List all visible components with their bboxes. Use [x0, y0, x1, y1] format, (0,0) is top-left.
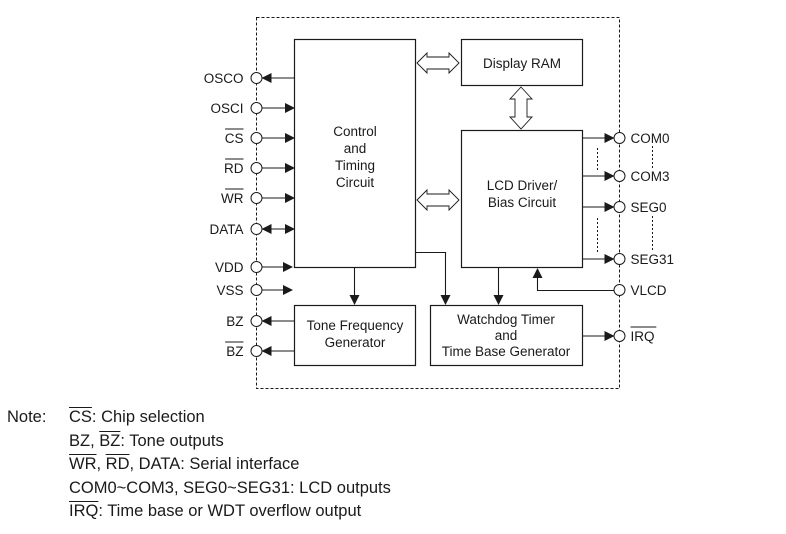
note-text: ,	[90, 431, 100, 450]
notes-label: Note:	[7, 408, 47, 426]
watchdog-label-0: Watchdog Timer	[457, 312, 555, 327]
pin-label: VSS	[216, 283, 243, 298]
pin-label: SEG0	[631, 200, 667, 215]
note-line: IRQ: Time base or WDT overflow output	[69, 500, 391, 524]
left-pins: OSCO OSCI CS RD WR DATA VDD VSS BZ BZ	[204, 71, 295, 359]
note-text: : Time base or WDT overflow output	[98, 502, 362, 520]
pin-terminal-icon	[250, 223, 263, 235]
pin-vdd: VDD	[215, 260, 293, 275]
pin-com0: COM0	[583, 131, 670, 146]
note-text: COM0~COM3, SEG0~SEG31: LCD outputs	[69, 478, 391, 497]
pin-terminal-icon	[613, 201, 626, 213]
vlcd-to-lcd-line	[532, 268, 614, 292]
pin-osci: OSCI	[210, 101, 295, 116]
note-line: BZ, BZ: Tone outputs	[69, 430, 391, 454]
pin-label: IRQ	[631, 329, 655, 344]
note-line: WR, RD, DATA: Serial interface	[69, 453, 391, 477]
control-timing-block: Control and Timing Circuit	[293, 38, 417, 269]
pin-label: BZ	[226, 344, 243, 359]
pin-label: VLCD	[631, 283, 667, 298]
ram-lcd-bus-arrow	[508, 86, 534, 130]
ctrl-to-watchdog-line	[416, 251, 451, 305]
pin-label: WR	[221, 191, 244, 206]
pin-terminal-icon	[250, 192, 263, 204]
pin-terminal-icon	[250, 72, 263, 84]
note-text: : Tone outputs	[120, 431, 224, 450]
block-diagram: Control and Timing Circuit Display RAM L…	[204, 17, 674, 389]
pin-label: VDD	[215, 260, 244, 275]
note-text: ,	[96, 455, 106, 473]
tone-label-1: Generator	[325, 335, 386, 350]
pin-irq: IRQ	[583, 326, 657, 344]
pin-label: OSCI	[210, 101, 243, 116]
control-label-2: Timing	[335, 158, 375, 173]
note-signal-active-low: WR	[69, 455, 97, 473]
pin-terminal-icon	[250, 102, 263, 114]
pin-terminal-icon	[250, 345, 263, 357]
pin-terminal-icon	[613, 253, 626, 265]
pin-seg0: SEG0	[583, 200, 667, 215]
control-label-3: Circuit	[336, 175, 375, 190]
pin-terminal-icon	[613, 170, 626, 182]
pin-rd-bar: RD	[224, 158, 295, 176]
pin-terminal-icon	[250, 132, 263, 144]
pin-com3: COM3	[583, 169, 670, 184]
ctrl-lcd-bus-arrow	[416, 188, 460, 212]
display-ram-block: Display RAM	[460, 38, 584, 87]
tone-label-0: Tone Frequency	[307, 318, 404, 333]
note-text: : Chip selection	[91, 408, 205, 426]
pin-terminal-icon	[250, 261, 263, 273]
pin-vss: VSS	[216, 283, 293, 298]
note-text: BZ	[69, 431, 91, 450]
tone-generator-block: Tone Frequency Generator	[293, 304, 417, 367]
note-line: COM0~COM3, SEG0~SEG31: LCD outputs	[69, 477, 391, 501]
pin-terminal-icon	[250, 315, 263, 327]
lcd-label-1: Bias Circuit	[488, 195, 557, 210]
pin-bz-bar: BZ	[225, 341, 294, 359]
pin-label: SEG31	[631, 252, 675, 267]
note-signal-active-low: IRQ	[69, 502, 99, 520]
pin-osco: OSCO	[204, 71, 294, 86]
watchdog-label-2: Time Base Generator	[442, 344, 571, 359]
pin-label: RD	[224, 161, 244, 176]
note-signal-active-low: RD	[105, 455, 130, 473]
watchdog-label-1: and	[495, 328, 518, 343]
pin-cs-bar: CS	[225, 128, 295, 146]
pin-label: COM3	[631, 169, 670, 184]
lcd-label-0: LCD Driver/	[487, 178, 558, 193]
note-signal-active-low: BZ	[99, 431, 121, 450]
ctrl-ram-bus-arrow	[416, 51, 460, 75]
pin-label: OSCO	[204, 71, 244, 86]
pin-vlcd: VLCD	[613, 283, 667, 298]
pin-terminal-icon	[613, 132, 626, 144]
pin-seg31: SEG31	[583, 252, 674, 267]
pin-label: BZ	[226, 314, 243, 329]
pin-terminal-icon	[250, 284, 263, 296]
pin-data: DATA	[209, 222, 295, 237]
display-ram-label: Display RAM	[483, 56, 561, 71]
pin-label: COM0	[631, 131, 670, 146]
watchdog-timer-block: Watchdog Timer and Time Base Generator	[429, 304, 584, 367]
pin-terminal-icon	[613, 330, 626, 342]
note-text: , DATA: Serial interface	[129, 455, 300, 473]
lcd-driver-block: LCD Driver/ Bias Circuit	[460, 129, 584, 269]
pin-wr-bar: WR	[221, 188, 295, 206]
pin-bz: BZ	[226, 314, 294, 329]
pin-label: DATA	[209, 222, 243, 237]
note-signal-active-low: CS	[69, 408, 92, 426]
control-label-0: Control	[333, 124, 377, 139]
pin-label: CS	[225, 131, 244, 146]
pin-terminal-icon	[250, 162, 263, 174]
control-label-1: and	[344, 141, 367, 156]
note-line: CS: Chip selection	[69, 406, 391, 430]
pin-terminal-icon	[613, 284, 626, 296]
